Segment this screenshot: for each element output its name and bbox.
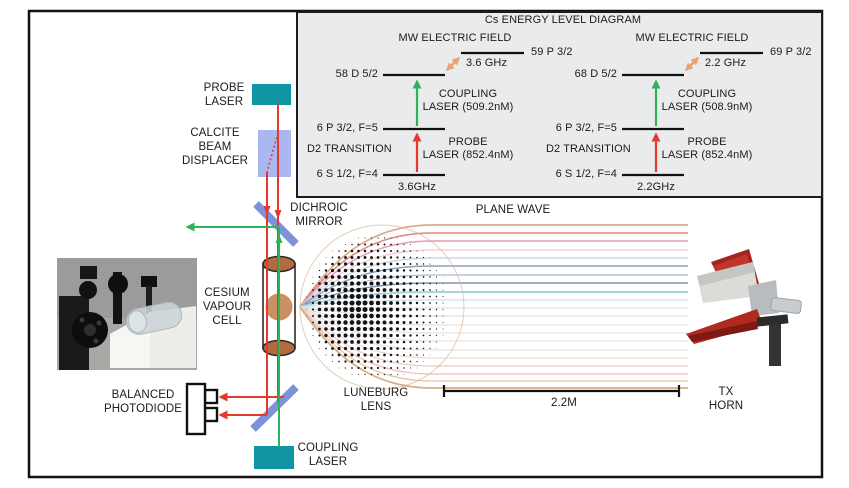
probe-laser-label: PROBE LASER [203, 82, 245, 109]
dichroic-mirror-label: DICHROIC MIRROR [290, 202, 348, 229]
mw-gap-label: 2.2 GHz [705, 57, 747, 69]
level-label-58d: 58 D 5/2 [335, 68, 378, 80]
luneburg-lens-dots [306, 237, 444, 376]
mw-field-label: MW ELECTRIC FIELD [635, 32, 749, 44]
coupling-laser-label: COUPLING LASER [297, 442, 359, 469]
probe-laser-wavelength-label: PROBE LASER (852.4nM) [661, 136, 753, 162]
distance-label: 2.2M [551, 397, 577, 409]
plane-wave-label: PLANE WAVE [475, 204, 551, 216]
level-label-6s: 6 S 1/2, F=4 [316, 168, 378, 180]
diagram-frequency-label: 3.6GHz [398, 181, 436, 193]
energy-diagram-right [622, 51, 763, 177]
energy-level-inset-panel [296, 11, 823, 198]
luneburg-lens-outline [299, 224, 465, 390]
cesium-vapour-cell-label: CESIUM VAPOUR CELL [202, 287, 252, 328]
mw-transition-arrow [446, 57, 460, 71]
dichroic-mirror-top [253, 201, 299, 247]
mw-field-label: MW ELECTRIC FIELD [398, 32, 512, 44]
coupling-beam-arrowhead [275, 234, 283, 243]
balanced-photodiode-label: BALANCED PHOTODIODE [103, 389, 183, 416]
level-label-6p: 6 P 3/2, F=5 [316, 122, 378, 134]
probe-beam-arrowhead [274, 210, 282, 219]
calcite-beam-displacer-label: CALCITE BEAM DISPLACER [181, 127, 249, 168]
probe-beam-arrowhead [263, 206, 271, 215]
mw-gap-label: 3.6 GHz [466, 57, 508, 69]
coupling-laser-box [254, 446, 294, 469]
coupling-laser-wavelength-label: COUPLING LASER (508.9nM) [661, 88, 753, 114]
level-label-6s: 6 S 1/2, F=4 [555, 168, 617, 180]
level-label-68d: 68 D 5/2 [574, 68, 617, 80]
coupling-laser-wavelength-label: COUPLING LASER (509.2nM) [422, 88, 514, 114]
level-label-59p: 59 P 3/2 [531, 46, 573, 58]
optics-photo [57, 258, 197, 370]
probe-laser-box [252, 84, 291, 105]
inset-title: Cs ENERGY LEVEL DIAGRAM [484, 14, 642, 26]
energy-diagram-left [383, 51, 524, 177]
luneburg-lens-label: LUNEBURG LENS [343, 387, 409, 414]
distance-scale-bar [442, 385, 681, 397]
level-label-6p: 6 P 3/2, F=5 [555, 122, 617, 134]
mw-transition-arrow [685, 57, 699, 71]
tx-horn-label: TX HORN [708, 386, 744, 413]
balanced-photodiode-device [185, 382, 219, 436]
dichroic-mirror-bottom [250, 384, 299, 432]
calcite-beam-displacer-box [258, 130, 291, 177]
probe-laser-wavelength-label: PROBE LASER (852.4nM) [422, 136, 514, 162]
diagram-frequency-label: 2.2GHz [637, 181, 675, 193]
d2-transition-label: D2 TRANSITION [307, 143, 392, 155]
coupling-beam-paths [185, 222, 280, 447]
d2-transition-label: D2 TRANSITION [546, 143, 631, 155]
tx-horn-photo [686, 249, 802, 366]
level-label-69p: 69 P 3/2 [770, 46, 812, 58]
